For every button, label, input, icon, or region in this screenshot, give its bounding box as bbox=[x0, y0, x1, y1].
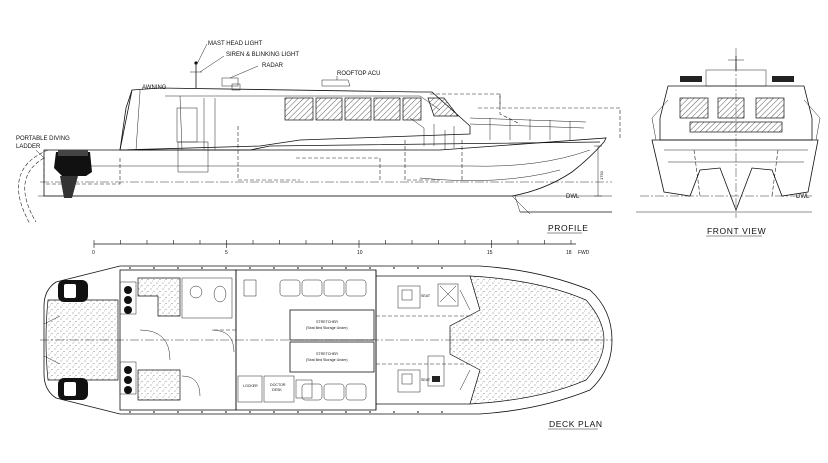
stretcher-1 bbox=[289, 309, 375, 341]
hull-fitting-dot bbox=[441, 267, 443, 269]
awning-label: AWNING bbox=[142, 85, 167, 91]
scale-tick-18: 18 bbox=[566, 250, 572, 256]
mast-head-light-label: MAST HEAD LIGHT bbox=[208, 41, 263, 47]
hull-fitting-dot bbox=[201, 267, 203, 269]
scale-bar: 0 5 10 15 18 FWD bbox=[92, 240, 590, 256]
scale-tick-0: 0 bbox=[92, 250, 95, 256]
hull-fitting-dot bbox=[249, 411, 251, 413]
profile-view: MAST HEAD LIGHT SIREN & BLINKING LIGHT R… bbox=[16, 41, 621, 234]
hull-fitting-dot bbox=[249, 267, 251, 269]
hull-fitting-dot bbox=[345, 267, 347, 269]
hull-fitting-dot bbox=[225, 267, 227, 269]
stretcher-2 bbox=[289, 341, 375, 373]
scale-tick-fwd: FWD bbox=[578, 250, 590, 256]
galley-unit-icon bbox=[243, 279, 257, 297]
profile-title: PROFILE bbox=[548, 223, 589, 233]
hull-fitting-dot bbox=[297, 267, 299, 269]
stretcher-1-note: (Seat Bed Storage Under) bbox=[306, 326, 348, 330]
cabin-outline bbox=[119, 87, 471, 151]
hull-fitting-dot bbox=[129, 267, 131, 269]
scale-tick-5: 5 bbox=[225, 250, 228, 256]
front-view: FRONT VIEW DWL bbox=[636, 48, 821, 237]
hull-fitting-dot bbox=[393, 267, 395, 269]
hull-fitting-dot bbox=[225, 411, 227, 413]
side-seating-bottom bbox=[301, 383, 367, 401]
bow-deck bbox=[449, 275, 605, 405]
portable-diving-ladder-label: PORTABLE DIVING bbox=[16, 136, 70, 142]
hull-fitting-dot bbox=[273, 411, 275, 413]
hull-fitting-dot bbox=[441, 411, 443, 413]
hull-fitting-dot bbox=[297, 411, 299, 413]
front-hull-outline bbox=[651, 139, 819, 212]
hull-fitting-dot bbox=[201, 411, 203, 413]
hull-outline bbox=[43, 137, 607, 197]
hull-fitting-dot bbox=[417, 411, 419, 413]
doctor-desk-label: DOCTOR bbox=[270, 383, 286, 387]
hull-fitting-dot bbox=[345, 411, 347, 413]
hull-fitting-dot bbox=[417, 267, 419, 269]
hull-fitting-dot bbox=[369, 267, 371, 269]
portable-diving-ladder-label-2: LADDER bbox=[16, 144, 41, 150]
siren-blinking-light-label: SIREN & BLINKING LIGHT bbox=[226, 52, 299, 58]
front-view-title: FRONT VIEW bbox=[707, 226, 766, 236]
radar-icon bbox=[221, 77, 239, 87]
deck-hull-outline bbox=[43, 265, 613, 415]
scale-tick-10: 10 bbox=[357, 250, 363, 256]
profile-dwl-label: DWL bbox=[566, 194, 580, 200]
depth-dimension-label: 1750 bbox=[599, 170, 604, 180]
deck-plan-title: DECK PLAN bbox=[549, 419, 603, 429]
outboard-engine-icon bbox=[54, 150, 92, 198]
hull-fitting-dot bbox=[369, 411, 371, 413]
side-seating-top bbox=[279, 279, 367, 297]
rooftop-acu-icon bbox=[321, 79, 351, 87]
stern-deck bbox=[45, 299, 119, 381]
hull-fitting-dot bbox=[321, 411, 323, 413]
sink-icon bbox=[189, 285, 203, 299]
equipment-starboard-icon bbox=[119, 361, 137, 395]
stretcher-2-note: (Seat Bed Storage Under) bbox=[306, 358, 348, 362]
radar-label: RADAR bbox=[262, 63, 284, 69]
starboard-outboard-icon bbox=[58, 378, 88, 400]
hull-fitting-dot bbox=[153, 411, 155, 413]
seat-bottom bbox=[397, 369, 421, 393]
seat-top-label: SEAT bbox=[421, 294, 431, 298]
mast-head-light-icon bbox=[194, 61, 198, 65]
rooftop-acu-label: ROOFTOP ACU bbox=[337, 71, 380, 77]
hull-fitting-dot bbox=[273, 267, 275, 269]
toilet-icon bbox=[213, 285, 227, 303]
equipment-port-icon bbox=[119, 281, 137, 315]
seat-top bbox=[397, 285, 421, 309]
deck-plan-view: STRETCHER (Seat Bed Storage Under) STRET… bbox=[40, 265, 613, 430]
diving-ladder-arc bbox=[18, 149, 49, 225]
locker-label: LOCKER bbox=[243, 384, 258, 388]
scale-tick-15: 15 bbox=[487, 250, 493, 256]
hull-fitting-dot bbox=[393, 411, 395, 413]
hull-fitting-dot bbox=[153, 267, 155, 269]
stretcher-2-label: STRETCHER bbox=[316, 352, 338, 356]
hull-fitting-dot bbox=[177, 411, 179, 413]
stretcher-1-label: STRETCHER bbox=[316, 320, 338, 324]
seat-bottom-label: SEAT bbox=[421, 378, 431, 382]
hull-fitting-dot bbox=[177, 267, 179, 269]
hull-fitting-dot bbox=[321, 267, 323, 269]
doctor-desk-label-2: DESK bbox=[272, 388, 282, 392]
hull-fitting-dot bbox=[129, 411, 131, 413]
front-view-dwl-label: DWL bbox=[796, 194, 810, 200]
port-outboard-icon bbox=[58, 280, 88, 302]
front-cabin-outline bbox=[659, 85, 813, 141]
